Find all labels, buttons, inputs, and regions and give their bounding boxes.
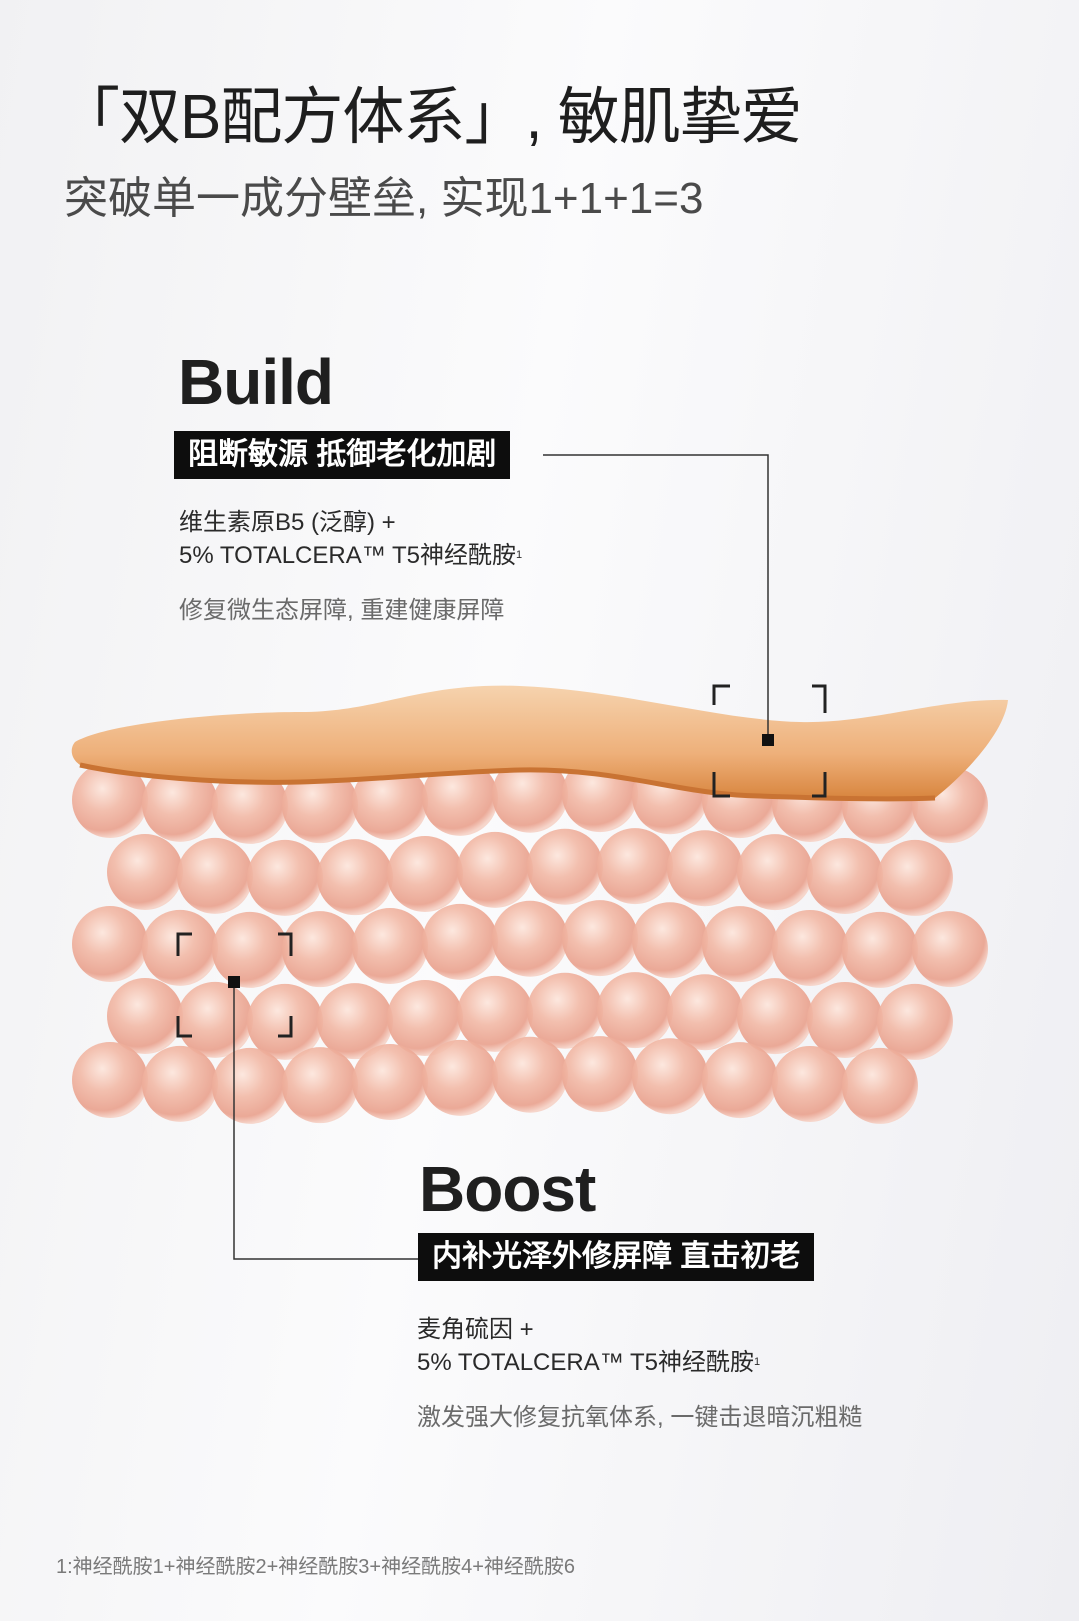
- boost-marker-dot: [228, 976, 240, 988]
- cell-sphere: [142, 909, 218, 986]
- cell-sphere: [737, 978, 813, 1055]
- cell-sphere: [807, 981, 883, 1058]
- cell-sphere: [212, 767, 288, 844]
- boost-description: 激发强大修复抗氧体系, 一键击退暗沉粗糙: [417, 1404, 863, 1431]
- boost-heading: Boost: [419, 1153, 596, 1225]
- cell-sphere: [422, 759, 498, 836]
- cell-sphere: [702, 906, 778, 983]
- cell-sphere: [142, 765, 218, 842]
- cell-sphere: [912, 911, 988, 988]
- cell-sphere: [492, 756, 568, 833]
- cell-sphere: [422, 1039, 498, 1116]
- cell-sphere: [667, 974, 743, 1051]
- boost-callout-connector: [233, 982, 419, 1260]
- cell-sphere: [247, 839, 323, 916]
- cell-sphere: [352, 764, 428, 841]
- boost-ingredient-line1: 麦角硫因 +: [417, 1316, 534, 1343]
- cell-sphere: [72, 1042, 148, 1118]
- cell-sphere: [317, 983, 393, 1060]
- cell-sphere: [107, 834, 183, 910]
- cell-sphere: [772, 909, 848, 986]
- build-focus-brackets: [712, 684, 827, 798]
- cell-sphere: [387, 980, 463, 1057]
- cell-sphere: [597, 828, 673, 905]
- cell-sphere: [632, 1038, 708, 1115]
- cell-sphere: [877, 983, 953, 1060]
- cell-sphere: [457, 975, 533, 1052]
- cell-sphere: [247, 983, 323, 1060]
- page-subtitle: 突破单一成分壁垒, 实现1+1+1=3: [64, 174, 704, 223]
- cell-sphere: [352, 1044, 428, 1121]
- cell-sphere: [422, 903, 498, 980]
- cell-sphere: [842, 1047, 918, 1124]
- build-callout-connector: [543, 454, 769, 740]
- cell-sphere: [702, 1042, 778, 1119]
- cell-sphere: [597, 972, 673, 1049]
- boost-ingredient-line2: 5% TOTALCERA™ T5神经酰胺1: [417, 1349, 761, 1376]
- cell-sphere: [352, 908, 428, 985]
- cell-sphere: [282, 911, 358, 988]
- cell-sphere: [457, 831, 533, 908]
- build-ingredient-line1: 维生素原B5 (泛醇) +: [179, 509, 396, 536]
- build-description: 修复微生态屏障, 重建健康屏障: [179, 597, 505, 624]
- cell-sphere: [282, 767, 358, 844]
- build-tagline: 阻断敏源 抵御老化加剧: [174, 431, 511, 479]
- cell-sphere: [142, 1045, 218, 1122]
- cell-sphere: [107, 978, 183, 1054]
- cell-sphere: [492, 900, 568, 977]
- cell-sphere: [737, 834, 813, 911]
- cell-sphere: [842, 911, 918, 988]
- cell-sphere: [562, 1036, 638, 1113]
- cell-sphere: [527, 972, 603, 1049]
- build-marker-dot: [762, 734, 774, 746]
- cell-sphere: [667, 830, 743, 907]
- cell-sphere: [177, 837, 253, 914]
- cell-sphere: [772, 1045, 848, 1122]
- cell-sphere: [317, 839, 393, 916]
- skin-top-layer: [71, 685, 1009, 799]
- page-title: 「双B配方体系」, 敏肌挚爱: [58, 83, 803, 152]
- cell-sphere: [177, 981, 253, 1058]
- cell-sphere: [212, 1047, 288, 1124]
- cell-sphere: [72, 762, 148, 838]
- boost-tagline: 内补光泽外修屏障 直击初老: [418, 1233, 815, 1281]
- cell-sphere: [562, 900, 638, 977]
- boost-focus-brackets: [176, 932, 293, 1038]
- cell-sphere: [807, 837, 883, 914]
- cell-sphere: [527, 828, 603, 905]
- cell-sphere: [282, 1047, 358, 1124]
- cell-sphere: [387, 836, 463, 913]
- cell-sphere: [492, 1036, 568, 1113]
- cell-spheres: [72, 756, 988, 1124]
- cell-sphere: [212, 911, 288, 988]
- cell-sphere: [877, 839, 953, 916]
- build-ingredient-line2: 5% TOTALCERA™ T5神经酰胺1: [179, 542, 523, 569]
- footnote: 1:神经酰胺1+神经酰胺2+神经酰胺3+神经酰胺4+神经酰胺6: [56, 1556, 576, 1578]
- cell-sphere: [632, 902, 708, 979]
- cell-sphere: [72, 906, 148, 982]
- build-heading: Build: [178, 346, 334, 418]
